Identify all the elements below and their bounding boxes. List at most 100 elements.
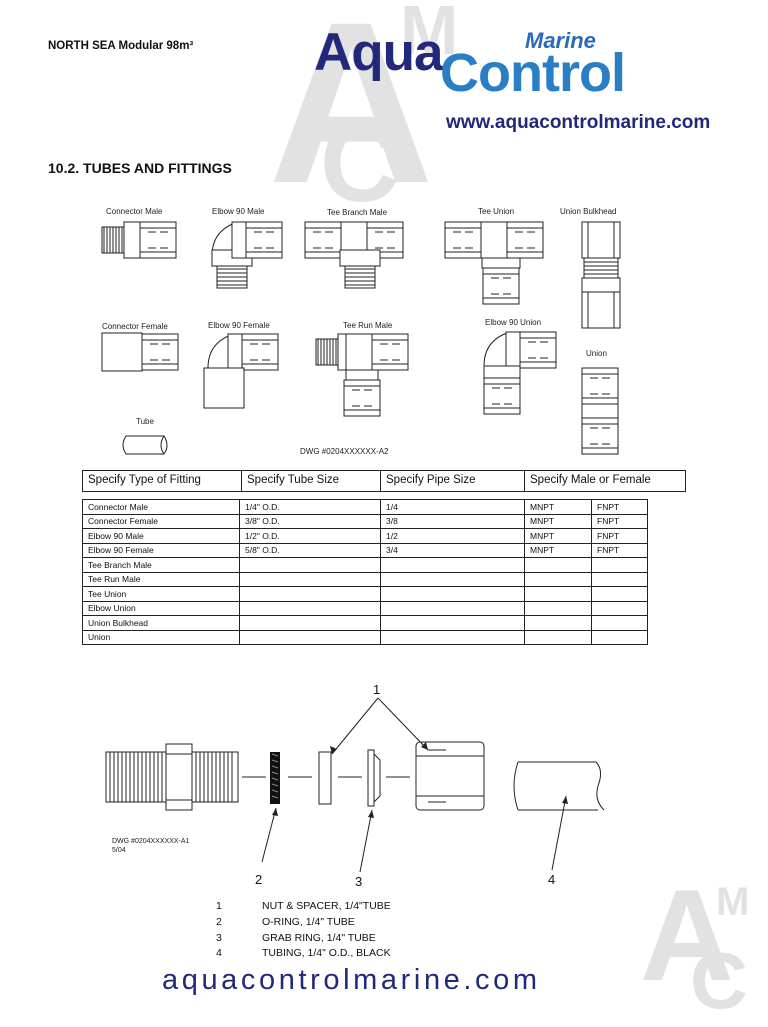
table-cell: Elbow 90 Male [82,528,240,544]
fitting-tube [122,435,168,455]
table-row: Union [82,629,648,645]
label-tee-union: Tee Union [478,207,515,216]
label-union-bulkhead: Union Bulkhead [560,207,617,216]
table-cell: Tee Run Male [82,571,240,587]
table-cell: 1/4" O.D. [239,499,381,515]
header-website: www.aquacontrolmarine.com [446,112,711,133]
table-cell [380,557,525,573]
table-cell [524,600,592,616]
label-tee-run-male: Tee Run Male [343,321,393,330]
table-cell: 1/4 [380,499,525,515]
legend-text-2: O-RING, 1/4" TUBE [262,916,355,928]
table-cell: Elbow Union [82,600,240,616]
table-cell: 3/8" O.D. [239,513,381,529]
watermark-c-top: C [320,102,400,225]
legend-num-1: 1 [216,900,222,912]
table-cell [239,600,381,616]
table-cell [380,586,525,602]
watermark-a-bottom: A [640,862,734,1008]
table-cell: FNPT [591,528,648,544]
assembly-nut [415,741,485,811]
drawing-number-fittings: DWG #0204XXXXXX-A2 [300,447,389,456]
table-cell: FNPT [591,513,648,529]
callout-1: 1 [373,682,381,697]
table-row: Tee Run Male [82,571,648,587]
fitting-union-bulkhead [581,221,621,329]
table-cell: FNPT [591,542,648,558]
table-cell: MNPT [524,499,592,515]
legend-num-3: 3 [216,932,222,944]
label-connector-male: Connector Male [106,207,163,216]
header-tube-size: Specify Tube Size [242,471,381,491]
table-cell: Union [82,629,240,645]
table-cell [591,571,648,587]
table-cell: Connector Male [82,499,240,515]
table-cell [380,629,525,645]
table-cell: Union Bulkhead [82,615,240,631]
table-cell: 1/2" O.D. [239,528,381,544]
table-cell [380,615,525,631]
table-cell [591,586,648,602]
legend-num-4: 4 [216,947,222,959]
fitting-tee-run-male [315,333,409,417]
header-male-female: Specify Male or Female [530,474,651,486]
logo-aqua: Aqua [314,23,443,82]
label-tee-branch-male: Tee Branch Male [327,208,388,217]
callout-4: 4 [548,872,556,887]
table-cell [239,629,381,645]
table-cell: MNPT [524,513,592,529]
table-cell: Elbow 90 Female [82,542,240,558]
assembly-grab-ring [367,749,381,807]
fitting-union [581,367,619,455]
label-elbow-90-male: Elbow 90 Male [212,207,265,216]
table-cell [380,571,525,587]
legend-num-2: 2 [216,916,222,928]
table-cell [524,629,592,645]
assembly-body [105,743,239,811]
fitting-tee-branch-male [304,221,404,289]
fitting-elbow-90-male [211,221,283,289]
table-cell: Tee Union [82,586,240,602]
callout-2: 2 [255,872,263,887]
assembly-tubing [513,761,605,811]
drawing-date-assembly: 5/04 [112,847,126,854]
watermark-m-bottom: M [716,880,750,924]
fittings-illustration [101,221,621,455]
table-cell [591,600,648,616]
table-cell [524,615,592,631]
watermark-a-top: A [268,0,435,231]
table-cell [239,615,381,631]
label-elbow-90-female: Elbow 90 Female [208,321,270,330]
table-cell [524,571,592,587]
legend-text-3: GRAB RING, 1/4" TUBE [262,932,376,944]
assembly-spacer [318,751,332,805]
table-row: Tee Union [82,586,648,602]
header-fitting-type: Specify Type of Fitting [83,471,242,491]
table-cell: 3/8 [380,513,525,529]
header-pipe-size: Specify Pipe Size [381,471,525,491]
table-cell [239,586,381,602]
fitting-elbow-90-union [483,331,557,415]
table-cell: FNPT [591,499,648,515]
table-cell: 3/4 [380,542,525,558]
table-cell [591,557,648,573]
section-title: 10.2. TUBES AND FITTINGS [48,160,232,176]
fitting-elbow-90-female [203,333,279,409]
footer-website: aquacontrolmarine.com [162,964,541,996]
fitting-connector-female [101,332,179,372]
table-cell [380,600,525,616]
logo-control: Control [440,43,626,103]
assembly-illustration [105,697,605,873]
label-elbow-90-union: Elbow 90 Union [485,318,542,327]
legend-text-1: NUT & SPACER, 1/4"TUBE [262,900,391,912]
table-cell [239,557,381,573]
fitting-tee-union [444,221,544,305]
logo-marine: Marine [525,28,596,53]
label-union: Union [586,349,607,358]
table-cell [591,615,648,631]
spec-table-header: Specify Type of Fitting Specify Tube Siz… [82,470,686,492]
